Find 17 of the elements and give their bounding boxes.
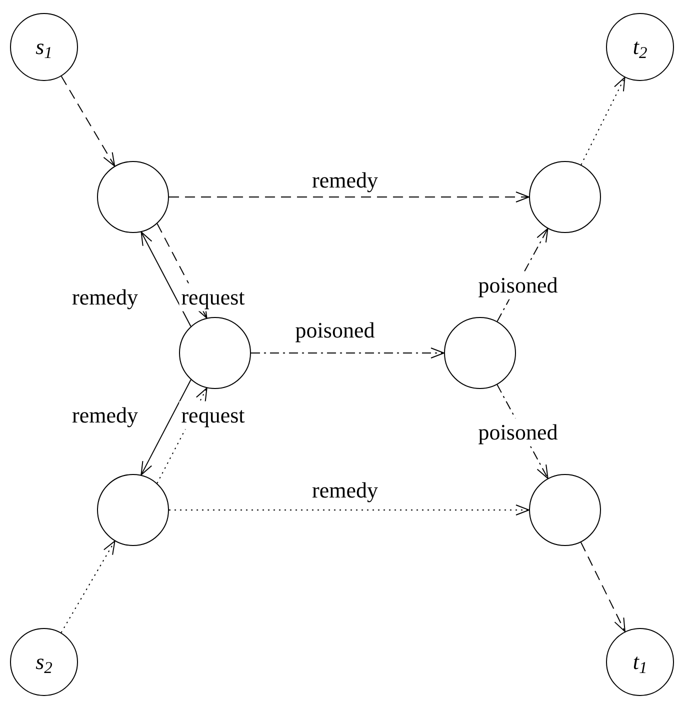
node-label: s$_{2}$ xyxy=(36,651,52,673)
arrow xyxy=(168,504,530,516)
node-label: t$_{2}$ xyxy=(632,36,648,58)
edge-label: request xyxy=(179,283,247,311)
arrow xyxy=(580,76,626,166)
arrow xyxy=(250,348,444,358)
arrow xyxy=(60,540,116,634)
arrow xyxy=(60,76,116,167)
arrow xyxy=(140,232,192,327)
edge-label: request xyxy=(179,401,247,429)
edge-label: poisoned xyxy=(476,271,560,299)
arrow xyxy=(168,192,530,202)
edge-label: poisoned xyxy=(476,418,560,446)
arrow xyxy=(140,379,192,476)
arrow xyxy=(580,542,626,632)
node-label: t$_{1}$ xyxy=(632,651,648,673)
node-label: s$_{1}$ xyxy=(36,36,52,58)
